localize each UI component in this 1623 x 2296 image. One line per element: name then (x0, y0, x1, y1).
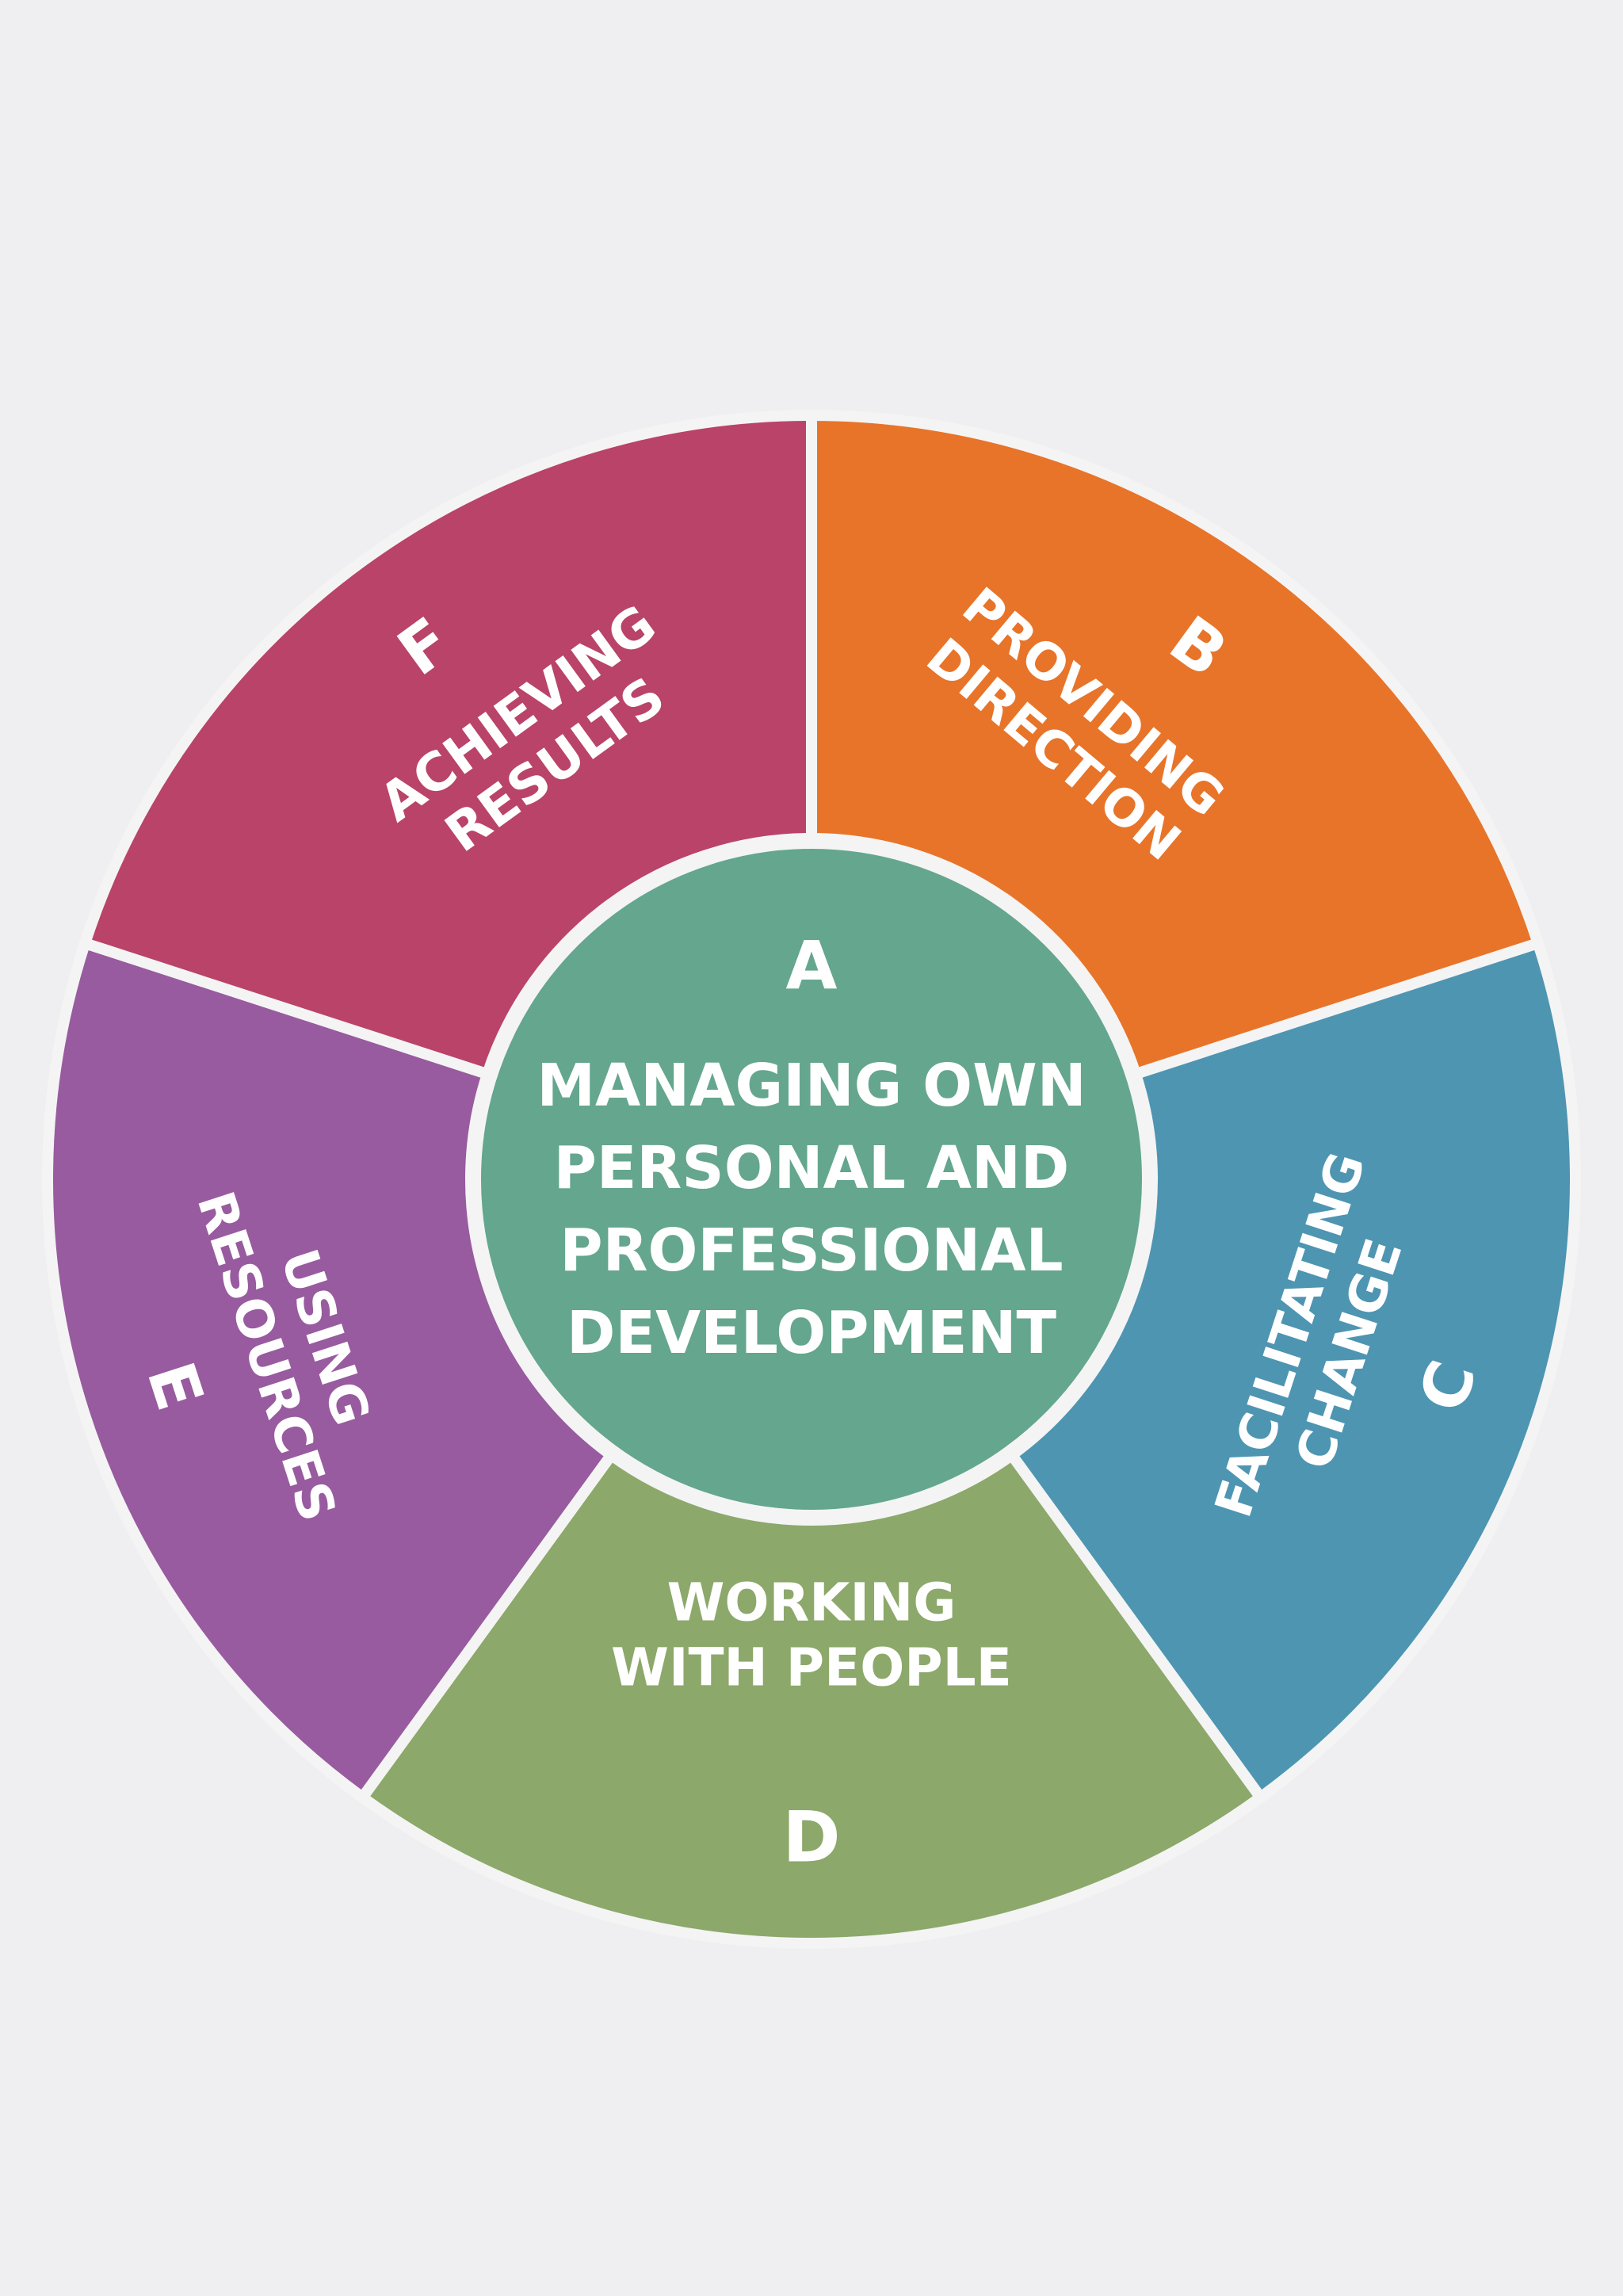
center-label-line: DEVELOPMENT (567, 1299, 1057, 1367)
center-letter: A (785, 926, 837, 1004)
center-circle (470, 838, 1153, 1521)
center-label-line: PERSONAL AND (554, 1134, 1070, 1202)
segment-d-label-line: WITH PEOPLE (611, 1637, 1012, 1698)
center-label-line: PROFESSIONAL (559, 1217, 1063, 1285)
segments (42, 409, 1581, 1949)
center-labels: A MANAGING OWN PERSONAL AND PROFESSIONAL DEV… (537, 926, 1086, 1367)
center-label-line: MANAGING OWN (537, 1052, 1086, 1120)
segment-d-label-line: WORKING (667, 1572, 957, 1633)
segment-d-letter: D (782, 1797, 840, 1878)
